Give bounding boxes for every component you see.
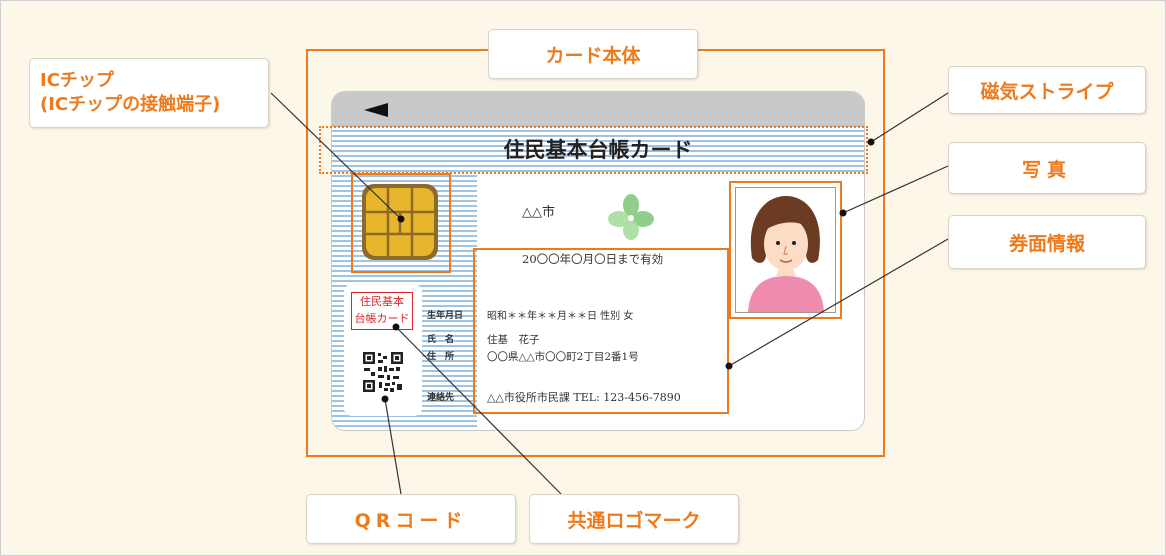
- common-logo-callout: 共通ロゴマーク: [529, 494, 739, 544]
- ic-chip-frame: [351, 173, 451, 273]
- logo-text-line1: 住民基本: [360, 295, 404, 308]
- photo-frame: [729, 181, 842, 319]
- card-top-edge: [332, 92, 864, 125]
- contact-value: △△市役所市民課 TEL: 123-456-7890: [487, 391, 681, 404]
- qr-code-icon: [362, 351, 404, 393]
- address-value: 〇〇県△△市〇〇町2丁目2番1号: [487, 351, 639, 363]
- ic-chip-callout-line2: (ICチップの接触端子): [40, 94, 221, 115]
- birth-label: 生年月日: [427, 311, 464, 321]
- contact-label: 連絡先: [427, 393, 455, 403]
- logo-text-line2: 台帳カード: [354, 312, 410, 325]
- magnetic-stripe-band: [332, 125, 864, 173]
- common-logo-mark: 住民基本 台帳カード: [351, 292, 413, 330]
- card-title: 住民基本台帳カード: [503, 138, 693, 162]
- portrait-photo: [735, 187, 836, 313]
- issuing-city: △△市: [522, 205, 555, 220]
- card: 住民基本台帳カード △△市 20〇〇年〇月〇日まで有効 生年月日 氏 名 住 所…: [331, 91, 865, 431]
- validity-date: 20〇〇年〇月〇日まで有効: [522, 252, 664, 266]
- photo-callout: 写真: [948, 142, 1146, 194]
- clover-logo-icon: [608, 194, 654, 240]
- portrait-illustration: [736, 188, 835, 312]
- address-label: 住 所: [427, 352, 455, 362]
- name-label: 氏 名: [427, 335, 455, 345]
- name-value: 住基 花子: [487, 334, 540, 346]
- logo-qr-panel: 住民基本 台帳カード: [344, 284, 422, 416]
- ic-chip-callout: ICチップ (ICチップの接触端子): [29, 58, 269, 128]
- card-body-callout: カード本体: [488, 29, 698, 79]
- birth-value: 昭和＊＊年＊＊月＊＊日 性別 女: [487, 311, 634, 322]
- magnetic-stripe-frame: [319, 126, 868, 174]
- card-info-callout: 券面情報: [948, 215, 1146, 269]
- insert-direction-arrow-icon: [364, 102, 390, 121]
- qr-code-callout: QRコード: [306, 494, 516, 544]
- card-info-frame: [473, 248, 729, 414]
- ic-chip-callout-line1: ICチップ: [40, 70, 114, 91]
- magnetic-stripe-callout: 磁気ストライプ: [948, 66, 1146, 114]
